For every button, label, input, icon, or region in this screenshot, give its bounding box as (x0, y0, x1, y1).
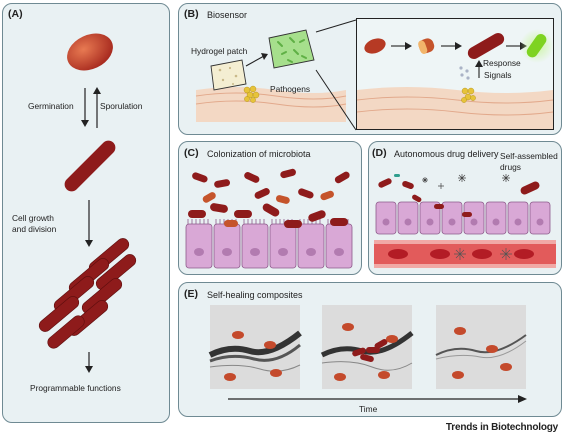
signals-label: Signals (484, 70, 512, 80)
pathogens-label: Pathogens (270, 84, 311, 94)
journal-brand: Trends in Biotechnology (445, 422, 558, 433)
arrow-b2 (441, 42, 462, 50)
self-assembled-label: Self-assembled drugs (500, 151, 558, 173)
response-label: Response (483, 58, 521, 68)
pathogen-cluster-large (461, 87, 476, 103)
panel-b-title: Biosensor (207, 10, 248, 20)
signals-arrow (475, 60, 483, 78)
intestinal-wall-and-vessel (374, 194, 556, 268)
panel-c-title: Colonization of microbiota (207, 149, 311, 159)
self-assembled-line1: Self-assembled (500, 151, 558, 161)
composite-crack-1 (208, 305, 302, 389)
growth-arrow (85, 200, 93, 247)
sensor-patch-icon (268, 29, 315, 69)
panel-d-label: (D) (372, 147, 387, 159)
panel-a-label: (A) (8, 8, 23, 20)
panel-c-label: (C) (184, 147, 199, 159)
panel-e-title: Self-healing composites (207, 290, 303, 300)
drug-particles (378, 174, 540, 195)
pathogen-cluster-small (243, 85, 260, 103)
skin-layer-large (356, 87, 554, 129)
functions-label: Programmable functions (30, 383, 121, 393)
spore-icon-b (364, 38, 386, 54)
patch-to-sensor-arrow (245, 53, 268, 67)
arrow-b1 (391, 42, 412, 50)
functions-arrow (85, 352, 93, 373)
sensor-bacterium-icon (467, 33, 505, 59)
panel-e-label: (E) (184, 288, 198, 300)
germination-arrow (81, 88, 89, 127)
spore-illustration (67, 33, 113, 71)
hydrogel-patch-icon (210, 59, 247, 91)
gut-bacteria (188, 168, 350, 228)
self-assembled-line2: drugs (500, 162, 521, 172)
growth-label: Cell growth and division (12, 213, 56, 235)
hydrogel-label: Hydrogel patch (191, 46, 248, 56)
time-label: Time (359, 404, 378, 414)
zoom-lines (315, 19, 357, 131)
panel-a (2, 3, 170, 423)
composite-healed-3 (435, 305, 527, 389)
signal-dots (459, 66, 470, 80)
time-arrow (228, 395, 527, 403)
sporulation-label: Sporulation (100, 101, 143, 111)
glowing-response-icon (520, 29, 554, 63)
panel-b-label: (B) (184, 8, 199, 20)
dividing-bacteria-cluster (38, 238, 137, 349)
rod-bacterium (64, 140, 116, 192)
sporulation-arrow (93, 87, 101, 128)
growth-label-line2: and division (12, 224, 57, 234)
growth-label-line1: Cell growth (12, 213, 54, 223)
panel-d-title: Autonomous drug delivery (394, 149, 499, 159)
composite-crack-2 (320, 305, 414, 389)
skin-layer-small (195, 87, 347, 122)
germinating-spore-icon (418, 38, 435, 54)
germination-label: Germination (28, 101, 74, 111)
